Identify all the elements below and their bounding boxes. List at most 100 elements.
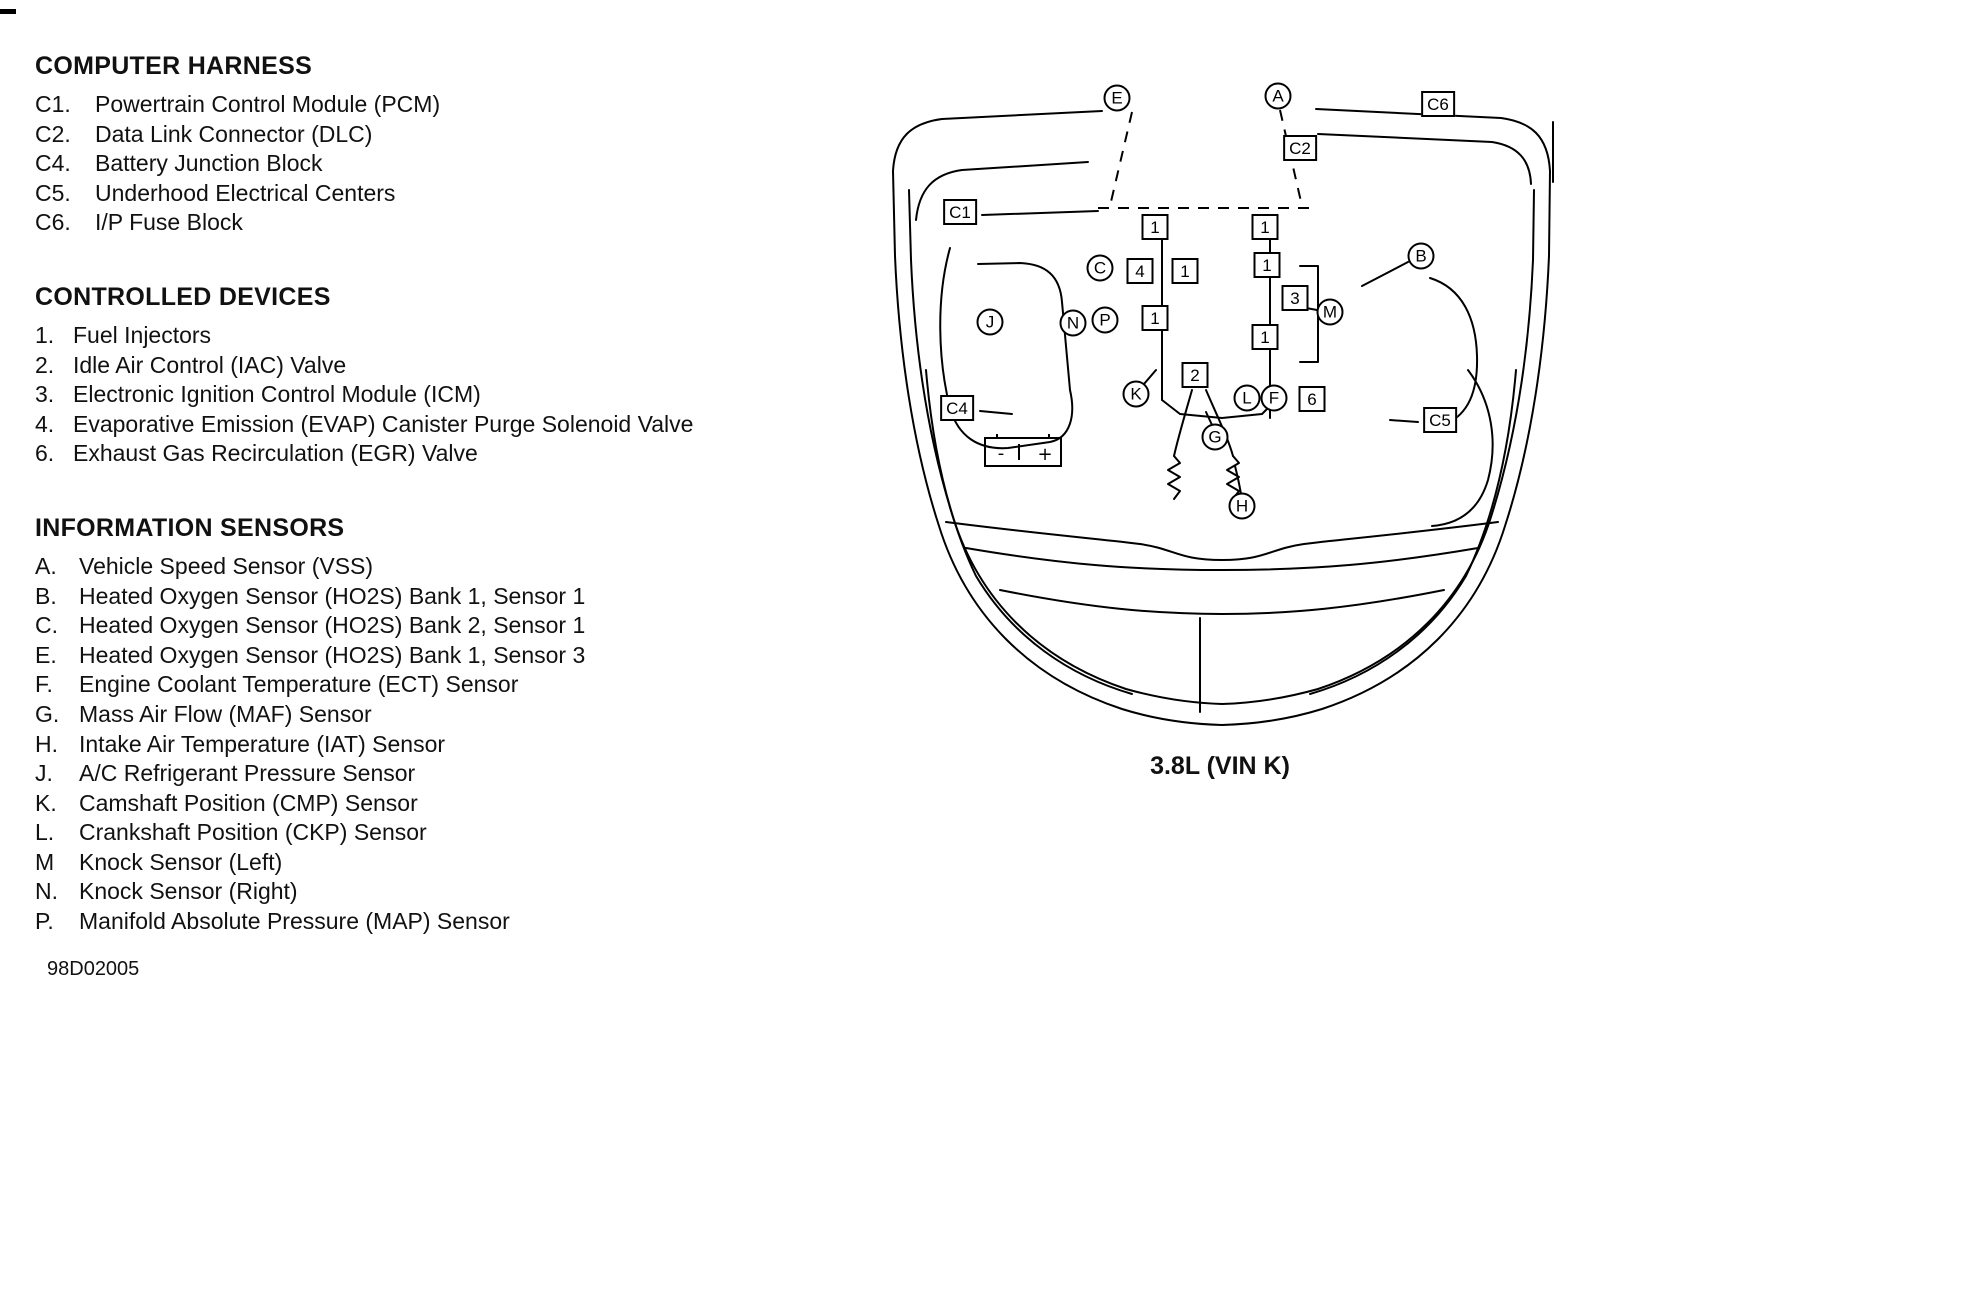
legend-item: C. Heated Oxygen Sensor (HO2S) Bank 2, Se… <box>35 611 875 641</box>
legend-item: C5. Underhood Electrical Centers <box>35 179 875 209</box>
callout-circle-J: J <box>976 308 1004 336</box>
battery-plus-label: + <box>1037 444 1052 465</box>
legend-item-key: 2. <box>35 351 55 378</box>
callout-box-1: 1 <box>1251 324 1279 350</box>
callout-circle-N: N <box>1059 309 1087 337</box>
legend-item-key: L. <box>35 819 55 846</box>
legend-item-key: B. <box>35 582 57 609</box>
callout-circle-M: M <box>1316 298 1344 326</box>
legend-item: 6. Exhaust Gas Recirculation (EGR) Valve <box>35 439 875 469</box>
legend-item-label: Intake Air Temperature (IAT) Sensor <box>79 730 446 757</box>
legend-item: F. Engine Coolant Temperature (ECT) Senso… <box>35 670 875 700</box>
legend-item: H. Intake Air Temperature (IAT) Sensor <box>35 730 875 760</box>
callout-circle-C: C <box>1086 254 1114 282</box>
legend-item-label: Exhaust Gas Recirculation (EGR) Valve <box>73 440 478 467</box>
legend-item-key: H. <box>35 730 58 757</box>
legend-item-label: Heated Oxygen Sensor (HO2S) Bank 2, Sens… <box>79 612 586 639</box>
legend-item: C6. I/P Fuse Block <box>35 208 875 238</box>
callout-box-3: 3 <box>1281 285 1309 311</box>
legend-item-label: Powertrain Control Module (PCM) <box>95 91 441 117</box>
legend-item-label: Idle Air Control (IAC) Valve <box>73 351 347 378</box>
legend-item-label: Vehicle Speed Sensor (VSS) <box>79 552 374 579</box>
legend-item-label: Engine Coolant Temperature (ECT) Sensor <box>79 671 519 698</box>
legend-item-key: K. <box>35 789 57 816</box>
legend-item-key: N. <box>35 878 58 905</box>
legend-item: G. Mass Air Flow (MAF) Sensor <box>35 700 875 730</box>
section-title: CONTROLLED DEVICES <box>35 282 331 311</box>
legend-item-key: C5. <box>35 179 71 206</box>
legend-item-key: P. <box>35 908 54 935</box>
callout-circle-K: K <box>1122 380 1150 408</box>
legend-item: C1.Powertrain Control Module (PCM) <box>35 90 875 120</box>
section-title: INFORMATION SENSORS <box>35 513 345 542</box>
callout-circle-E: E <box>1103 84 1131 112</box>
callout-box-1: 1 <box>1171 258 1199 284</box>
legend-item-key: 1. <box>35 321 55 348</box>
legend-item: 4.Evaporative Emission (EVAP) Canister P… <box>35 410 875 440</box>
legend-item: E. Heated Oxygen Sensor (HO2S) Bank 1, Se… <box>35 641 875 671</box>
legend-item-key: C4. <box>35 150 71 177</box>
legend-item-key: A. <box>35 552 57 579</box>
callout-circle-L: L <box>1233 384 1261 412</box>
legend-item-label: Heated Oxygen Sensor (HO2S) Bank 1, Sens… <box>79 641 586 668</box>
legend-item: 2. Idle Air Control (IAC) Valve <box>35 351 875 381</box>
legend-item-key: M <box>35 848 55 875</box>
legend-item-key: C6. <box>35 209 71 236</box>
callout-circle-A: A <box>1264 82 1292 110</box>
legend-item-label: Knock Sensor (Right) <box>79 878 298 905</box>
callout-circle-H: H <box>1228 492 1256 520</box>
legend-section: INFORMATION SENSORS A. Vehicle Speed Senso… <box>35 514 875 937</box>
legend-item: B. Heated Oxygen Sensor (HO2S) Bank 1, Se… <box>35 582 875 612</box>
callout-box-1: 1 <box>1141 305 1169 331</box>
legend-item-key: C2. <box>35 120 71 147</box>
legend-item-label: Knock Sensor (Left) <box>79 848 283 875</box>
callout-box-C1: C1 <box>943 199 977 225</box>
callout-circle-P: P <box>1091 306 1119 334</box>
legend-item-key: 4. <box>35 410 55 437</box>
callout-circle-G: G <box>1201 423 1229 451</box>
legend-item-key: 6. <box>35 440 55 467</box>
legend-item-key: G. <box>35 700 60 727</box>
legend-item: 1.Fuel Injectors <box>35 321 875 351</box>
legend-item: M Knock Sensor (Left) <box>35 848 875 878</box>
legend-item: L. Crankshaft Position (CKP) Sensor <box>35 818 875 848</box>
legend-item-label: Camshaft Position (CMP) Sensor <box>79 789 418 816</box>
leader-lines <box>979 210 1419 495</box>
callout-circle-F: F <box>1260 384 1288 412</box>
legend-item-label: Battery Junction Block <box>95 150 323 177</box>
legend-item-label: Crankshaft Position (CKP) Sensor <box>79 819 427 846</box>
callout-box-6: 6 <box>1298 386 1326 412</box>
legend-item-label: Underhood Electrical Centers <box>95 179 396 206</box>
legend-item: C2. Data Link Connector (DLC) <box>35 120 875 150</box>
document-code: 98D02005 <box>47 958 140 980</box>
callout-box-C6: C6 <box>1421 91 1455 117</box>
legend-item-key: C. <box>35 612 58 639</box>
legend-item-label: Heated Oxygen Sensor (HO2S) Bank 1, Sens… <box>79 582 586 609</box>
battery-minus-label: - <box>998 443 1005 464</box>
legend-item-label: A/C Refrigerant Pressure Sensor <box>79 760 416 787</box>
legend-item-label: Mass Air Flow (MAF) Sensor <box>79 700 372 727</box>
callout-box-4: 4 <box>1126 258 1154 284</box>
callout-box-C5: C5 <box>1423 407 1457 433</box>
legend-item-key: E. <box>35 641 57 668</box>
legend-item: K. Camshaft Position (CMP) Sensor <box>35 789 875 819</box>
legend-item-key: 3. <box>35 381 55 408</box>
callout-box-C2: C2 <box>1283 135 1317 161</box>
callout-circle-B: B <box>1407 242 1435 270</box>
callout-box-1: 1 <box>1253 252 1281 278</box>
legend-item: N. Knock Sensor (Right) <box>35 877 875 907</box>
legend-item: A. Vehicle Speed Sensor (VSS) <box>35 552 875 582</box>
legend-item-label: I/P Fuse Block <box>95 209 243 236</box>
callout-box-2: 2 <box>1181 362 1209 388</box>
legend-item-key: F. <box>35 671 53 698</box>
legend-item: P.Manifold Absolute Pressure (MAP) Senso… <box>35 907 875 937</box>
body-outline <box>892 108 1554 726</box>
engine-caption: 3.8L (VIN K) <box>1150 752 1290 780</box>
legend-item-label: Electronic Ignition Control Module (ICM) <box>73 381 481 408</box>
legend-item-label: Data Link Connector (DLC) <box>95 120 373 147</box>
